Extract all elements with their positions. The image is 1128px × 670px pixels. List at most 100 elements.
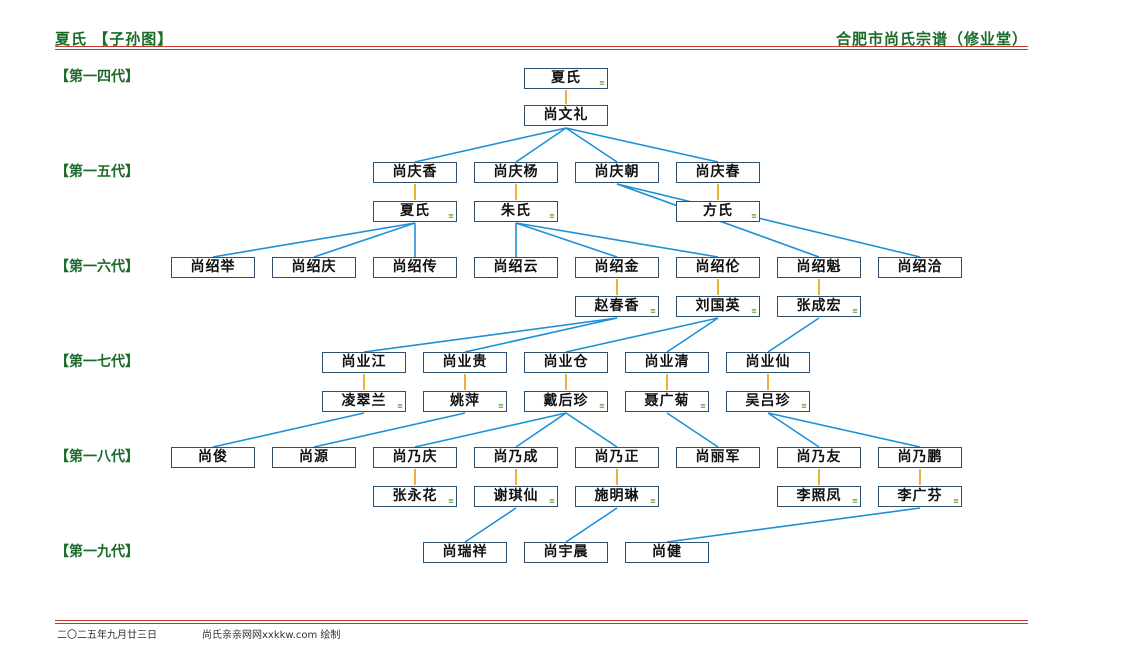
person-box[interactable]: 尚绍云 xyxy=(474,257,558,278)
link-marker-icon: ≡ xyxy=(852,497,858,505)
person-box[interactable]: 尚乃鹏 xyxy=(878,447,962,468)
person-box[interactable]: 尚乃友 xyxy=(777,447,861,468)
person-box[interactable]: 尚绍金 xyxy=(575,257,659,278)
page-title: 夏氏 【子孙图】 xyxy=(55,30,174,48)
person-name: 李照凤 xyxy=(796,488,842,504)
edge-zhang-yexian xyxy=(767,317,820,353)
generation-label-14: 【第一四代】 xyxy=(55,69,139,85)
edge-dai-naiqing xyxy=(414,412,567,448)
header-rule-1 xyxy=(55,46,1028,47)
person-box[interactable]: 尚宇晨 xyxy=(524,542,608,563)
person-box[interactable]: 戴后珍≡ xyxy=(524,391,608,412)
person-box[interactable]: 尚绍庆 xyxy=(272,257,356,278)
person-box[interactable]: 李广芬≡ xyxy=(878,486,962,507)
person-box[interactable]: 尚乃成 xyxy=(474,447,558,468)
link-marker-icon: ≡ xyxy=(852,307,858,315)
generation-label-19: 【第一九代】 xyxy=(55,544,139,560)
person-box[interactable]: 尚乃正 xyxy=(575,447,659,468)
person-box[interactable]: 聂广菊≡ xyxy=(625,391,709,412)
edge-qingchao-shaoqia xyxy=(616,183,921,258)
person-name: 朱氏 xyxy=(501,203,531,219)
person-name: 尚绍云 xyxy=(493,259,539,275)
edge-wenli-qingchao xyxy=(565,127,618,163)
person-box[interactable]: 尚丽军 xyxy=(676,447,760,468)
person-name: 尚庆杨 xyxy=(493,164,539,180)
person-name: 夏氏 xyxy=(400,203,430,219)
person-name: 尚绍洽 xyxy=(897,259,943,275)
person-name: 尚乃鹏 xyxy=(897,449,943,465)
person-name: 姚萍 xyxy=(450,393,480,409)
person-box[interactable]: 张永花≡ xyxy=(373,486,457,507)
edge-wenli-qingchun xyxy=(565,127,719,163)
footer-credit[interactable]: 尚氏亲亲网网xxkkw.com 绘制 xyxy=(202,630,341,641)
person-name: 张永花 xyxy=(392,488,438,504)
person-box[interactable]: 尚绍魁 xyxy=(777,257,861,278)
person-box[interactable]: 尚业仙 xyxy=(726,352,810,373)
link-marker-icon: ≡ xyxy=(599,79,605,87)
generation-label-18: 【第一八代】 xyxy=(55,449,139,465)
person-box[interactable]: 夏氏 ≡ xyxy=(524,68,608,89)
person-box[interactable]: 尚庆香 xyxy=(373,162,457,183)
person-name: 张成宏 xyxy=(796,298,842,314)
generation-label-16: 【第一六代】 xyxy=(55,259,139,275)
person-box[interactable]: 尚庆杨 xyxy=(474,162,558,183)
person-box[interactable]: 夏氏≡ xyxy=(373,201,457,222)
person-name: 尚业仙 xyxy=(745,354,791,370)
link-marker-icon: ≡ xyxy=(599,402,605,410)
person-box[interactable]: 尚俊 xyxy=(171,447,255,468)
person-box[interactable]: 尚业清 xyxy=(625,352,709,373)
edge-xia2-shaoqing xyxy=(313,222,416,258)
person-box[interactable]: 施明琳≡ xyxy=(575,486,659,507)
edge-ling-jun xyxy=(212,412,365,448)
generation-label-15: 【第一五代】 xyxy=(55,164,139,180)
person-name: 尚乃庆 xyxy=(392,449,438,465)
person-box[interactable]: 尚源 xyxy=(272,447,356,468)
edge-dai-naicheng xyxy=(515,412,567,448)
person-box[interactable]: 凌翠兰 ≡ xyxy=(322,391,406,412)
person-name: 夏氏 xyxy=(551,70,581,86)
edge-wu-naiyou xyxy=(767,412,820,448)
person-name: 谢琪仙 xyxy=(493,488,539,504)
link-marker-icon: ≡ xyxy=(549,212,555,220)
person-box[interactable]: 尚庆春 xyxy=(676,162,760,183)
person-box[interactable]: 尚瑞祥 xyxy=(423,542,507,563)
person-name: 尚业清 xyxy=(644,354,690,370)
person-box[interactable]: 李照凤 ≡ xyxy=(777,486,861,507)
person-box[interactable]: 尚业仓 xyxy=(524,352,608,373)
link-marker-icon: ≡ xyxy=(397,402,403,410)
person-box[interactable]: 尚绍传 xyxy=(373,257,457,278)
link-marker-icon: ≡ xyxy=(549,497,555,505)
person-box[interactable]: 尚乃庆 xyxy=(373,447,457,468)
person-box[interactable]: 尚庆朝 xyxy=(575,162,659,183)
link-marker-icon: ≡ xyxy=(751,307,757,315)
edge-wenli-qingxiang xyxy=(414,127,567,163)
person-box[interactable]: 谢琪仙 ≡ xyxy=(474,486,558,507)
person-box[interactable]: 刘国英≡ xyxy=(676,296,760,317)
person-name: 尚文礼 xyxy=(543,107,589,123)
person-name: 尚庆朝 xyxy=(594,164,640,180)
edge-liu-yecang xyxy=(565,317,719,353)
person-name: 尚绍伦 xyxy=(695,259,741,275)
person-box[interactable]: 尚绍伦 xyxy=(676,257,760,278)
person-box[interactable]: 方氏≡ xyxy=(676,201,760,222)
person-box[interactable]: 吴吕珍≡ xyxy=(726,391,810,412)
person-name: 尚业仓 xyxy=(543,354,589,370)
link-marker-icon: ≡ xyxy=(650,307,656,315)
person-name: 聂广菊 xyxy=(644,393,690,409)
person-box[interactable]: 张成宏 ≡ xyxy=(777,296,861,317)
person-box[interactable]: 尚绍举 xyxy=(171,257,255,278)
edge-nie-lijun xyxy=(666,412,719,448)
person-box[interactable]: 尚文礼 xyxy=(524,105,608,126)
person-name: 尚丽军 xyxy=(695,449,741,465)
person-box[interactable]: 朱氏 ≡ xyxy=(474,201,558,222)
person-name: 方氏 xyxy=(703,203,733,219)
person-name: 尚乃友 xyxy=(796,449,842,465)
person-box[interactable]: 尚业江 xyxy=(322,352,406,373)
person-box[interactable]: 姚萍≡ xyxy=(423,391,507,412)
person-box[interactable]: 尚业贵 xyxy=(423,352,507,373)
person-name: 尚庆香 xyxy=(392,164,438,180)
person-box[interactable]: 尚健 xyxy=(625,542,709,563)
person-name: 凌翠兰 xyxy=(341,393,387,409)
person-box[interactable]: 赵春香≡ xyxy=(575,296,659,317)
person-box[interactable]: 尚绍洽 xyxy=(878,257,962,278)
